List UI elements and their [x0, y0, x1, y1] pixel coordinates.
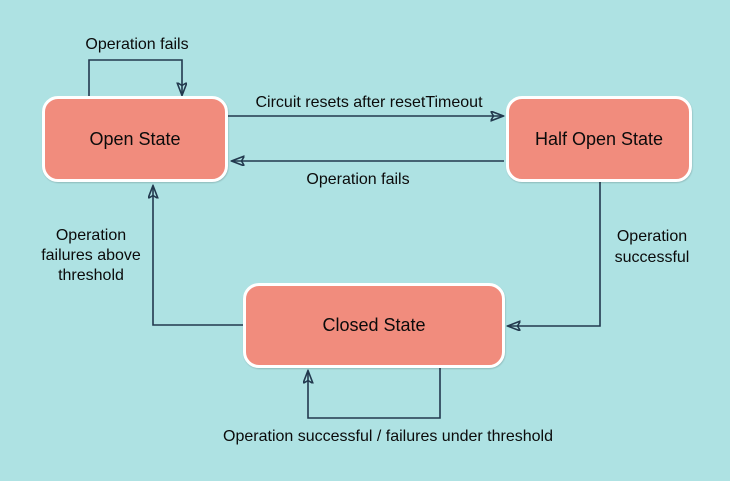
transition-label-closed-to-open: Operation failures above threshold [41, 227, 141, 284]
arrow-open-self-loop [88, 59, 182, 96]
state-closed-label: Closed State [322, 315, 426, 335]
arrow-closed-to-open [153, 186, 243, 326]
transition-label-open-self: Operation fails [85, 36, 189, 53]
state-half-open-label: Half Open State [534, 128, 664, 149]
arrow-closed-self-loop [308, 368, 441, 419]
transition-label-open-to-half-open: Circuit resets after resetTimeout [255, 94, 483, 111]
arrow-half-open-to-closed [508, 182, 601, 326]
transition-label-half-open-to-closed: Operation successful [614, 228, 690, 266]
state-open: Open State [42, 96, 228, 182]
transition-label-half-open-to-open: Operation fails [306, 171, 410, 188]
state-open-label: Open State [89, 128, 181, 149]
transition-label-closed-self: Operation successful / failures under th… [223, 428, 553, 445]
state-closed: Closed State [243, 283, 505, 368]
state-half-open: Half Open State [506, 96, 692, 182]
